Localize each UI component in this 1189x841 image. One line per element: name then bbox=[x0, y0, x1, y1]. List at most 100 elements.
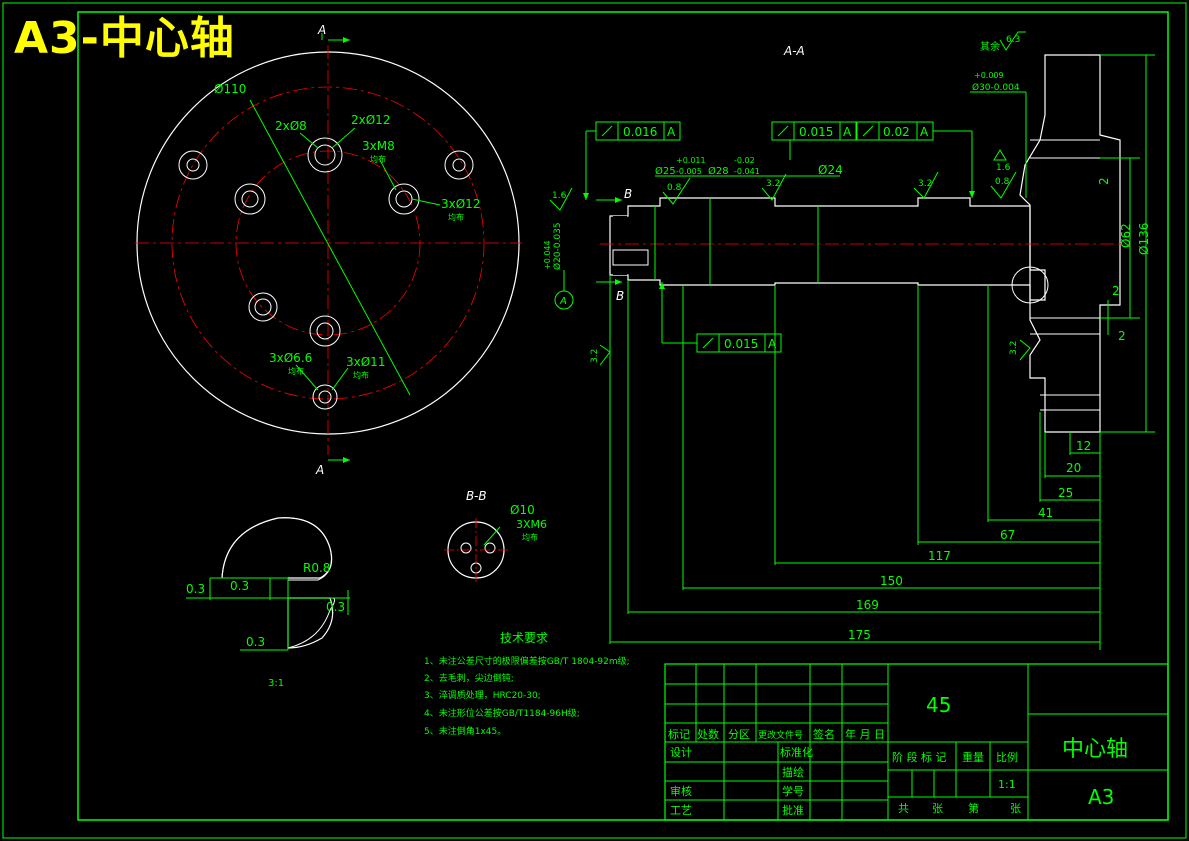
material-label: 45 bbox=[926, 693, 951, 717]
d28-label: Ø28 bbox=[708, 165, 729, 177]
holes-3xm8-label: 3xM8 bbox=[362, 139, 395, 153]
svg-text:12: 12 bbox=[1076, 439, 1091, 453]
hole-bottom bbox=[309, 315, 341, 347]
d30-label: Ø30-0.004 bbox=[972, 82, 1020, 93]
tol-frame-3: 0.02 A bbox=[856, 121, 975, 198]
holes-3x12-label: 3xØ12 bbox=[441, 197, 480, 211]
svg-text:重量: 重量 bbox=[962, 750, 984, 764]
svg-text:第: 第 bbox=[968, 801, 979, 815]
hole-right-upper bbox=[388, 183, 420, 215]
detail-dim-2: 0.3 bbox=[230, 579, 249, 593]
svg-text:150: 150 bbox=[880, 574, 903, 588]
svg-text:设计: 设计 bbox=[670, 746, 692, 759]
svg-text:标记: 标记 bbox=[668, 727, 690, 741]
hole-far-right bbox=[444, 150, 474, 180]
section-mark-top: A bbox=[317, 23, 326, 37]
title-block: 标记 处数 分区 更改文件号 签名 年 月 日 设计 标准化 描绘 审核 学号 … bbox=[664, 663, 1169, 821]
detail-dim-1: 0.3 bbox=[186, 582, 205, 596]
svg-text:3.2: 3.2 bbox=[766, 179, 780, 189]
svg-text:分区: 分区 bbox=[728, 728, 750, 741]
svg-text:-0.005: -0.005 bbox=[676, 167, 702, 176]
svg-text:2: 2 bbox=[1118, 329, 1126, 343]
diameter-leader bbox=[249, 99, 411, 396]
banner-title: A3-中心轴 bbox=[14, 13, 235, 64]
svg-text:0.8: 0.8 bbox=[995, 177, 1010, 187]
svg-text:张: 张 bbox=[1010, 802, 1021, 815]
roughness-other: 其余 bbox=[980, 40, 1000, 53]
hole-far-left bbox=[178, 150, 208, 180]
svg-text:更改文件号: 更改文件号 bbox=[758, 729, 803, 741]
svg-text:0.015: 0.015 bbox=[724, 337, 758, 351]
sheet-size: A3 bbox=[1088, 785, 1114, 809]
svg-text:年 月 日: 年 月 日 bbox=[845, 727, 885, 741]
tech-req-item-3: 3、淬调质处理，HRC20-30; bbox=[424, 689, 541, 701]
tech-req-item-5: 5、未注倒角1x45。 bbox=[424, 725, 506, 737]
svg-text:3.2: 3.2 bbox=[1009, 341, 1019, 355]
svg-text:25: 25 bbox=[1058, 486, 1073, 500]
svg-text:张: 张 bbox=[932, 802, 943, 815]
radius-label: R0.8 bbox=[303, 561, 330, 575]
svg-text:20: 20 bbox=[1066, 461, 1081, 475]
even-label-2: 均布 bbox=[448, 212, 464, 222]
svg-text:共: 共 bbox=[898, 802, 909, 815]
roughness-63: 6.3 bbox=[1006, 35, 1020, 45]
tol-frame-4: 0.015 A bbox=[659, 282, 782, 353]
detail-scale: 3:1 bbox=[268, 678, 284, 689]
svg-text:+0.044: +0.044 bbox=[543, 240, 552, 270]
bb-dia10: Ø10 bbox=[510, 503, 535, 517]
svg-text:-0.041: -0.041 bbox=[734, 167, 760, 176]
hole-left-upper bbox=[234, 183, 266, 215]
svg-text:0.015: 0.015 bbox=[799, 125, 833, 139]
dia110-label: Ø110 bbox=[214, 82, 246, 96]
scale-value: 1:1 bbox=[998, 778, 1016, 791]
svg-text:3.2: 3.2 bbox=[590, 349, 600, 363]
svg-text:学号: 学号 bbox=[782, 784, 804, 798]
svg-text:批准: 批准 bbox=[782, 803, 804, 817]
d20-label: Ø20-0.035 bbox=[552, 222, 563, 270]
detail-view: R0.8 0.3 0.3 0.3 0.3 3:1 bbox=[186, 517, 350, 689]
main-section-view: A-A B B A 0.016 A bbox=[543, 31, 1155, 650]
d62-label: Ø62 bbox=[1119, 223, 1133, 248]
relief-groove bbox=[1011, 266, 1049, 304]
detail-dim-4: 0.3 bbox=[246, 635, 265, 649]
svg-text:1.6: 1.6 bbox=[996, 163, 1011, 173]
svg-text:比例: 比例 bbox=[996, 750, 1018, 764]
svg-text:工艺: 工艺 bbox=[670, 804, 692, 817]
tech-req-item-4: 4、未注形位公差按GB/T1184-96H级; bbox=[424, 707, 580, 719]
bb-title: B-B bbox=[466, 489, 487, 503]
length-dims: 12 20 25 41 67 117 150 169 175 bbox=[609, 275, 1101, 650]
section-b-top: B bbox=[624, 187, 632, 201]
flange-front-view: A A Ø110 2xØ8 2xØ12 3xM8 均布 3xØ12 均布 3xØ… bbox=[135, 23, 522, 477]
bb-even: 均布 bbox=[522, 532, 538, 542]
svg-text:2: 2 bbox=[1112, 284, 1120, 298]
svg-text:描绘: 描绘 bbox=[782, 765, 804, 779]
svg-text:A: A bbox=[920, 125, 929, 139]
svg-text:169: 169 bbox=[856, 598, 879, 612]
even-label-3: 均布 bbox=[288, 366, 304, 376]
d30-tol: +0.009 bbox=[974, 71, 1004, 80]
inner-border bbox=[77, 11, 1169, 821]
even-label-1: 均布 bbox=[370, 154, 386, 164]
holes-3x11-label: 3xØ11 bbox=[346, 355, 385, 369]
section-b-bottom: B bbox=[616, 289, 624, 303]
svg-text:标准化: 标准化 bbox=[780, 745, 813, 759]
svg-text:117: 117 bbox=[928, 549, 951, 563]
datum-a: A bbox=[559, 296, 567, 307]
tol-frame-1: 0.016 A bbox=[583, 121, 681, 200]
svg-text:处数: 处数 bbox=[697, 728, 719, 741]
d136-label: Ø136 bbox=[1137, 223, 1151, 255]
flange-body bbox=[1019, 54, 1121, 433]
svg-text:1.6: 1.6 bbox=[552, 191, 567, 201]
even-label-4: 均布 bbox=[353, 370, 369, 380]
svg-text:67: 67 bbox=[1000, 528, 1015, 542]
section-mark-bottom: A bbox=[315, 463, 324, 477]
svg-text:0.016: 0.016 bbox=[623, 125, 657, 139]
d25-label: Ø25 bbox=[655, 165, 676, 177]
svg-text:3.2: 3.2 bbox=[918, 179, 932, 189]
svg-text:审核: 审核 bbox=[670, 784, 692, 798]
detail-dim-3: 0.3 bbox=[326, 600, 345, 614]
hole-top bbox=[307, 137, 343, 173]
hole-bottom-small bbox=[312, 384, 338, 410]
holes-2x8-label: 2xØ8 bbox=[275, 119, 307, 133]
